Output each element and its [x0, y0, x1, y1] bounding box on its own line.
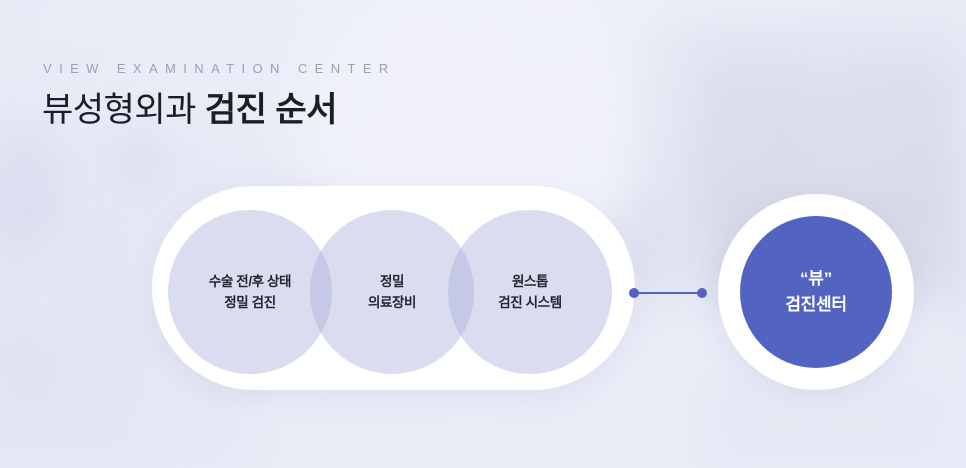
page-title-light: 뷰성형외과 — [42, 91, 196, 129]
venn-label-1-line2: 정밀 검진 — [224, 295, 276, 310]
destination-node: “뷰” 검진센터 — [740, 216, 892, 368]
venn-circle-1 — [168, 210, 332, 374]
page-title-bold: 검진 순서 — [204, 91, 338, 129]
venn-label-3: 원스톱 검진 시스템 — [498, 271, 562, 313]
venn-label-2: 정밀 의료장비 — [368, 271, 416, 313]
flow-connector-icon — [628, 286, 708, 298]
venn-label-1-line1: 수술 전/후 상태 — [208, 274, 292, 289]
venn-diagram — [152, 186, 635, 390]
venn-circle-3 — [448, 210, 612, 374]
venn-label-2-line2: 의료장비 — [367, 295, 417, 310]
venn-label-3-line2: 검진 시스템 — [498, 295, 562, 310]
destination-line1: “뷰” — [799, 269, 833, 288]
venn-label-2-line1: 정밀 — [379, 274, 405, 289]
destination-line2: 검진센터 — [785, 295, 847, 314]
eyebrow-text: VIEW EXAMINATION CENTER — [43, 61, 396, 76]
venn-label-1: 수술 전/후 상태 정밀 검진 — [208, 271, 292, 313]
venn-circle-2 — [310, 210, 474, 374]
venn-label-3-line1: 원스톱 — [511, 274, 549, 289]
